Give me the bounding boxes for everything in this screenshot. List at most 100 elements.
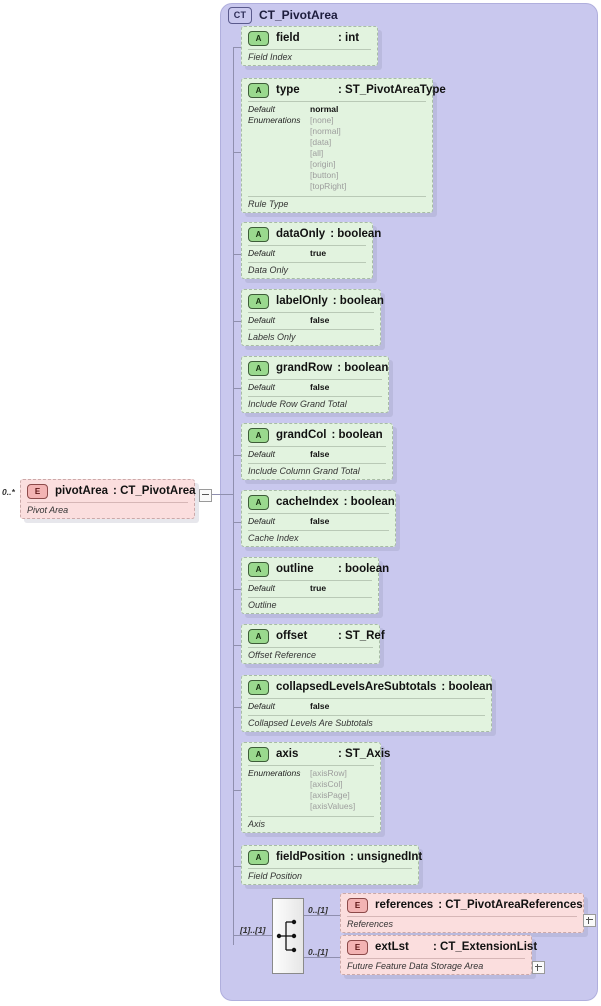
connector-line [233, 707, 243, 708]
connector-line [233, 522, 243, 523]
facet-enum-value: [normal] [310, 126, 341, 136]
element-type: : CT_ExtensionList [433, 941, 538, 953]
facet-enum-value: [axisRow] [310, 768, 347, 778]
element-name: extLst [375, 941, 409, 953]
complex-type-badge: CT [228, 6, 252, 24]
facet-enum-value: [axisPage] [310, 790, 350, 800]
connector-line [233, 254, 243, 255]
facet-label-default: Default [248, 104, 275, 114]
facet-label-default: Default [248, 248, 275, 258]
attribute-box-grandcol[interactable]: A grandCol: boolean Default false Includ… [241, 423, 397, 484]
pivotarea-cardinality: 0..* [2, 487, 15, 497]
attribute-box-type[interactable]: A type: ST_PivotAreaType Default Enumera… [241, 78, 446, 217]
connector-line [302, 915, 340, 916]
facet-enum-value: [button] [310, 170, 339, 180]
attribute-description: Outline [248, 600, 277, 610]
facet-enum-value: [origin] [310, 159, 336, 169]
element-name: pivotArea [55, 485, 109, 497]
attribute-type: : boolean [338, 563, 390, 575]
element-type: : CT_PivotAreaReferences [438, 899, 583, 911]
connector-line [233, 645, 243, 646]
facet-label-default: Default [248, 315, 275, 325]
facet-default-value: false [310, 449, 330, 459]
facet-enum-value: [axisCol] [310, 779, 343, 789]
attribute-name: fieldPosition [276, 851, 345, 863]
element-description: Future Feature Data Storage Area [347, 961, 484, 971]
attribute-badge-icon: A [248, 561, 269, 577]
attribute-box-axis[interactable]: A axis: ST_Axis Enumerations [axisRow] [… [241, 742, 390, 837]
attribute-box-labelonly[interactable]: A labelOnly: boolean Default false Label… [241, 289, 385, 350]
element-badge-icon: E [27, 483, 48, 499]
attribute-box-grandrow[interactable]: A grandRow: boolean Default false Includ… [241, 356, 393, 417]
attribute-name: grandCol [276, 429, 327, 441]
attribute-box-dataonly[interactable]: A dataOnly : boolean Default true Data On… [241, 222, 381, 283]
attribute-description: Rule Type [248, 199, 289, 209]
attribute-name: field [276, 32, 300, 44]
element-box-extlst[interactable]: E extLst : CT_ExtensionList Future Featur… [340, 935, 537, 979]
attribute-description: Data Only [248, 265, 289, 275]
facet-label-enumerations: Enumerations [248, 768, 301, 778]
attribute-box-outline[interactable]: A outline: boolean Default true Outline [241, 557, 389, 618]
attribute-description: Include Row Grand Total [248, 399, 347, 409]
expand-toggle-extlst[interactable] [532, 961, 545, 974]
attribute-badge-icon: A [248, 360, 269, 376]
attribute-box-collapsedlevelsaresubtotals[interactable]: A collapsedLevelsAreSubtotals: boolean D… [241, 675, 496, 736]
facet-default-value: false [310, 315, 330, 325]
facet-label-default: Default [248, 449, 275, 459]
complex-type-header: CT CT_PivotArea [228, 6, 338, 24]
attribute-description: Offset Reference [248, 650, 317, 660]
collapse-toggle-pivotarea[interactable] [199, 489, 212, 502]
attribute-name: offset [276, 630, 308, 642]
facet-default-value: false [310, 516, 330, 526]
expand-toggle-references[interactable] [583, 914, 596, 927]
facet-label-enumerations: Enumerations [248, 115, 301, 125]
facet-default-value: true [310, 248, 327, 258]
element-name: references [375, 899, 434, 911]
references-cardinality: 0..[1] [308, 905, 328, 915]
element-badge-icon: E [347, 939, 368, 955]
element-box-pivotarea[interactable]: E pivotArea : CT_PivotArea Pivot Area [20, 479, 199, 523]
element-type: : CT_PivotArea [113, 485, 196, 497]
attribute-type: : int [338, 32, 360, 44]
attribute-name: dataOnly [276, 228, 326, 240]
element-description: Pivot Area [27, 505, 69, 515]
attribute-name: axis [276, 748, 299, 760]
attribute-type: : ST_Axis [338, 748, 391, 760]
attribute-name: collapsedLevelsAreSubtotals [276, 681, 437, 693]
facet-enum-value: [axisValues] [310, 801, 356, 811]
element-box-references[interactable]: E references: CT_PivotAreaReferences Ref… [340, 893, 588, 937]
attribute-type: : boolean [331, 429, 383, 441]
facet-enum-value: [none] [310, 115, 334, 125]
attribute-box-cacheindex[interactable]: A cacheIndex: boolean Default false Cach… [241, 490, 400, 551]
connector-line [233, 455, 243, 456]
attribute-badge-icon: A [248, 226, 269, 242]
attribute-type: : boolean [332, 295, 384, 307]
connector-line [233, 47, 243, 48]
facet-label-default: Default [248, 583, 275, 593]
attribute-description: Labels Only [248, 332, 296, 342]
attribute-badge-icon: A [248, 427, 269, 443]
attribute-description: Axis [248, 819, 266, 829]
sequence-compositor-icon[interactable] [272, 898, 304, 974]
attribute-type: : boolean [441, 681, 493, 693]
attribute-name: labelOnly [276, 295, 328, 307]
attribute-type: : boolean [330, 228, 382, 240]
connector-line [233, 152, 243, 153]
attribute-badge-icon: A [248, 30, 269, 46]
attribute-badge-icon: A [248, 628, 269, 644]
attribute-box-offset[interactable]: A offset: ST_Ref Offset Reference [241, 624, 385, 668]
connector-line [233, 866, 243, 867]
connector-line [302, 957, 340, 958]
attribute-badge-icon: A [248, 679, 269, 695]
facet-label-default: Default [248, 516, 275, 526]
attribute-name: grandRow [276, 362, 333, 374]
facet-enum-value: [data] [310, 137, 332, 147]
facet-enum-value: [all] [310, 148, 324, 158]
attribute-box-field[interactable]: A field: int Field Index [241, 26, 382, 70]
attribute-type: : boolean [337, 362, 389, 374]
attribute-name: type [276, 84, 300, 96]
attribute-box-fieldposition[interactable]: A fieldPosition: unsignedInt Field Posit… [241, 845, 423, 889]
facet-default-value: false [310, 701, 330, 711]
attribute-type: : boolean [343, 496, 395, 508]
connector-line [233, 321, 243, 322]
